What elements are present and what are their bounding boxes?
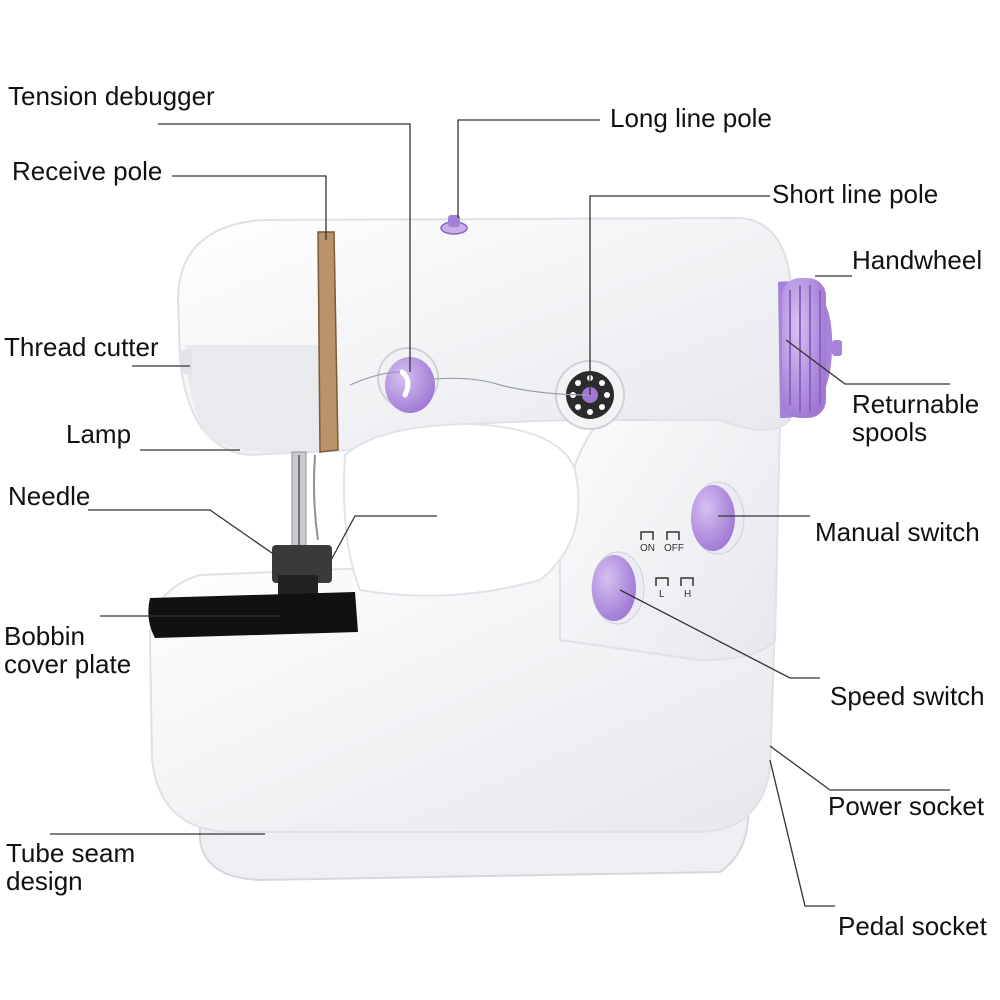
speed-switch-button <box>591 551 645 625</box>
label-lamp: Lamp <box>66 419 132 449</box>
leader-long-line-pole <box>457 119 600 218</box>
arch-opening <box>343 422 580 597</box>
leader-tension-debugger <box>158 123 411 372</box>
label-power-socket: Power socket <box>828 791 985 821</box>
label-short-line-pole: Short line pole <box>772 179 939 209</box>
off-mark: OFF <box>664 543 684 554</box>
on-off-icons <box>640 531 694 586</box>
leader-needle <box>88 509 283 561</box>
label-tube-seam-line1: Tube seam <box>6 838 136 868</box>
sewing-machine-illustration: ON OFF L H <box>148 215 842 882</box>
label-bobbin-line2: cover plate <box>4 649 132 679</box>
leader-short-line-pole <box>589 195 770 395</box>
label-returnable-spools: Returnable spools <box>852 390 979 446</box>
high-speed-mark: H <box>684 589 691 600</box>
leader-lines <box>50 119 950 907</box>
leader-pedal-socket <box>769 759 835 907</box>
manual-switch-button <box>691 481 745 555</box>
thread-path <box>349 371 591 396</box>
needle-assembly <box>272 451 332 597</box>
label-manual-switch: Manual switch <box>815 517 980 547</box>
leader-needle-2 <box>329 515 437 563</box>
label-receive-pole: Receive pole <box>12 156 163 186</box>
bobbin-cover-plate <box>148 592 358 638</box>
label-thread-cutter: Thread cutter <box>4 332 159 362</box>
label-speed-switch: Speed switch <box>830 681 985 711</box>
label-long-line-pole: Long line pole <box>610 103 772 133</box>
leader-returnable-spools <box>785 339 950 385</box>
tension-knob <box>377 347 439 413</box>
label-returnable-line1: Returnable <box>852 389 980 419</box>
label-pedal-socket: Pedal socket <box>838 911 987 941</box>
label-bobbin-cover-plate: Bobbin cover plate <box>4 622 131 678</box>
head-shadow <box>185 345 320 453</box>
thread-guide-plate <box>317 231 339 453</box>
label-tube-seam-line2: design <box>6 866 83 896</box>
label-tube-seam-design: Tube seam design <box>6 839 135 895</box>
low-speed-mark: L <box>659 589 665 600</box>
leader-speed-switch <box>619 589 820 679</box>
leader-receive-pole <box>172 175 327 240</box>
label-needle: Needle <box>8 481 91 511</box>
label-bobbin-line1: Bobbin <box>4 621 85 651</box>
long-line-pole-pin <box>440 215 468 235</box>
label-handwheel: Handwheel <box>852 245 983 275</box>
label-tension-debugger: Tension debugger <box>8 81 215 111</box>
thread-cutter-nub <box>180 350 192 374</box>
on-mark: ON <box>640 543 655 554</box>
leader-power-socket <box>769 745 950 791</box>
handwheel <box>778 278 842 419</box>
label-returnable-line2: spools <box>852 417 928 447</box>
